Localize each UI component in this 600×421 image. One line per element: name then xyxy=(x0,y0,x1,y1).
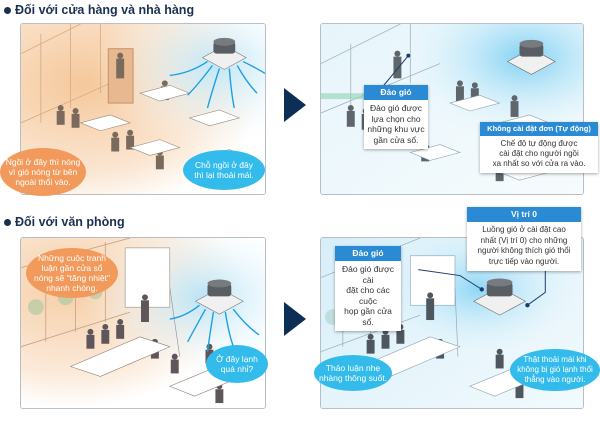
bubble-no-cold-draft: Thật thoải mái khi không bị gió lạnh thổ… xyxy=(510,349,600,391)
section-title-office: Đối với văn phòng xyxy=(4,215,125,229)
section-title-store: Đối với cửa hàng và nhà hàng xyxy=(4,3,194,17)
callout-title: Đảo gió xyxy=(335,246,401,261)
callout-swing-office: Đảo gió Đảo gió được cài đặt cho các cuộ… xyxy=(335,246,401,331)
callout-body: Đảo gió được lựa chọn cho những khu vực … xyxy=(367,103,425,145)
callout-swing-store: Đảo gió Đảo gió được lựa chọn cho những … xyxy=(364,85,428,149)
bubble-smooth-discussion: Thảo luận nhẹ nhàng thông suốt. xyxy=(314,355,392,391)
bubble-too-cold: Ở đây lạnh quá nhỉ? xyxy=(206,345,268,383)
callout-title: Vị trí 0 xyxy=(467,207,581,222)
arrow-right-icon xyxy=(284,88,306,122)
callout-auto-mode: Không cài đặt đơn (Tự động) Chế độ tự độ… xyxy=(480,122,598,173)
arrow-right-icon xyxy=(284,302,306,336)
callout-body: Đảo gió được cài đặt cho các cuộc họp gầ… xyxy=(342,264,394,327)
bubble-comfortable-seat: Chỗ ngồi ở đây thì lại thoải mái. xyxy=(183,150,265,190)
callout-body: Luồng gió ở cài đặt cao nhất (Vị trí 0) … xyxy=(477,225,571,266)
callout-position-zero: Vị trí 0 Luồng gió ở cài đặt cao nhất (V… xyxy=(467,207,581,271)
callout-title: Không cài đặt đơn (Tự động) xyxy=(480,122,598,136)
bubble-hot-seat: Ngồi ở đây thì nóng vì gió nóng từ bên n… xyxy=(0,148,86,196)
bullet-icon xyxy=(4,6,11,14)
callout-title: Đảo gió xyxy=(364,85,428,100)
bubble-heated-debate: Những cuộc tranh luận gần cửa sổ nóng sẽ… xyxy=(26,248,118,298)
bullet-icon xyxy=(4,218,11,226)
callout-body: Chế độ tự động được cài đặt cho người ng… xyxy=(492,139,586,168)
